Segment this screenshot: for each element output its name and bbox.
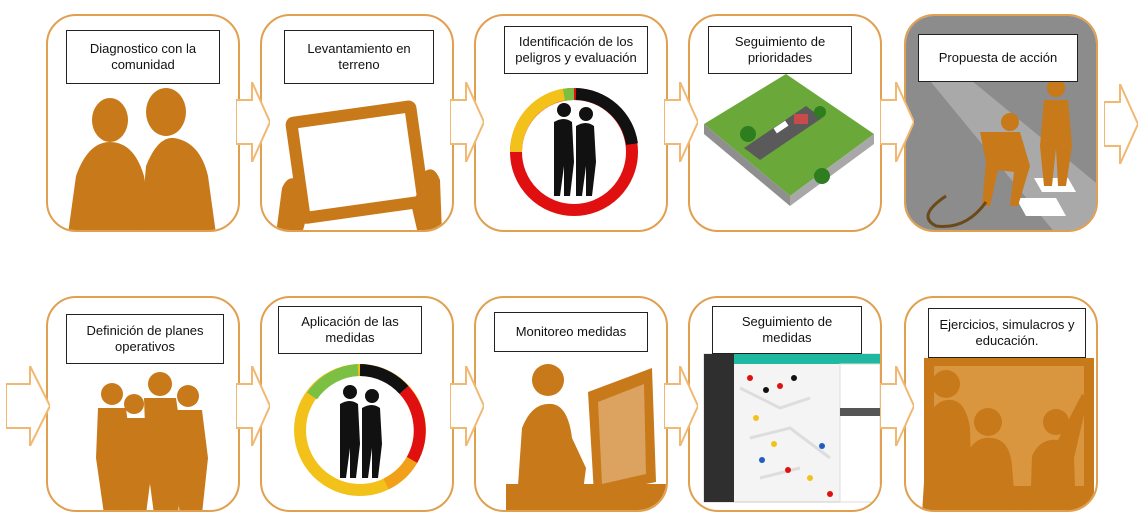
step-7-card: Aplicación de las medidas (260, 296, 454, 512)
step-10-card: Ejercicios, simulacros y educación. (904, 296, 1098, 512)
street-map-icon (704, 74, 874, 206)
arrow-icon (236, 366, 270, 446)
team-icon (96, 372, 208, 510)
arrow-icon (880, 82, 914, 162)
step-10-label: Ejercicios, simulacros y educación. (928, 308, 1086, 358)
arrow-icon (450, 366, 484, 446)
step-1-card: Diagnostico con la comunidad (46, 14, 240, 232)
step-5-card: Propuesta de acción (904, 14, 1098, 232)
step-6-label: Definición de planes operativos (66, 314, 224, 364)
step-3-label: Identificación de los peligros y evaluac… (504, 26, 648, 74)
step-9-card: Seguimiento de medidas (688, 296, 882, 512)
arrow-icon (664, 366, 698, 446)
arrow-icon (236, 82, 270, 162)
road-workers-icon (906, 16, 1096, 230)
step-2-label: Levantamiento en terreno (284, 30, 434, 84)
arrow-icon (6, 366, 50, 446)
arrow-icon (450, 82, 484, 162)
classroom-icon (922, 358, 1094, 510)
step-8-card: Monitoreo medidas (474, 296, 668, 512)
people-talking-icon (68, 88, 216, 230)
arrow-icon (1104, 84, 1138, 164)
step-3-card: Identificación de los peligros y evaluac… (474, 14, 668, 232)
monitor-user-icon (506, 364, 666, 510)
risk-ring-icon (509, 88, 638, 216)
step-7-label: Aplicación de las medidas (278, 306, 422, 354)
map-app-icon (703, 353, 880, 503)
step-1-label: Diagnostico con la comunidad (66, 30, 220, 84)
tablet-icon (276, 100, 442, 230)
step-8-label: Monitoreo medidas (494, 312, 648, 352)
step-6-card: Definición de planes operativos (46, 296, 240, 512)
step-2-card: Levantamiento en terreno (260, 14, 454, 232)
step-9-label: Seguimiento de medidas (712, 306, 862, 354)
step-4-card: Seguimiento de prioridades (688, 14, 882, 232)
arrow-icon (664, 82, 698, 162)
step-4-label: Seguimiento de prioridades (708, 26, 852, 74)
step-5-label: Propuesta de acción (918, 34, 1078, 82)
risk-ring-icon (294, 364, 426, 496)
arrow-icon (880, 366, 914, 446)
